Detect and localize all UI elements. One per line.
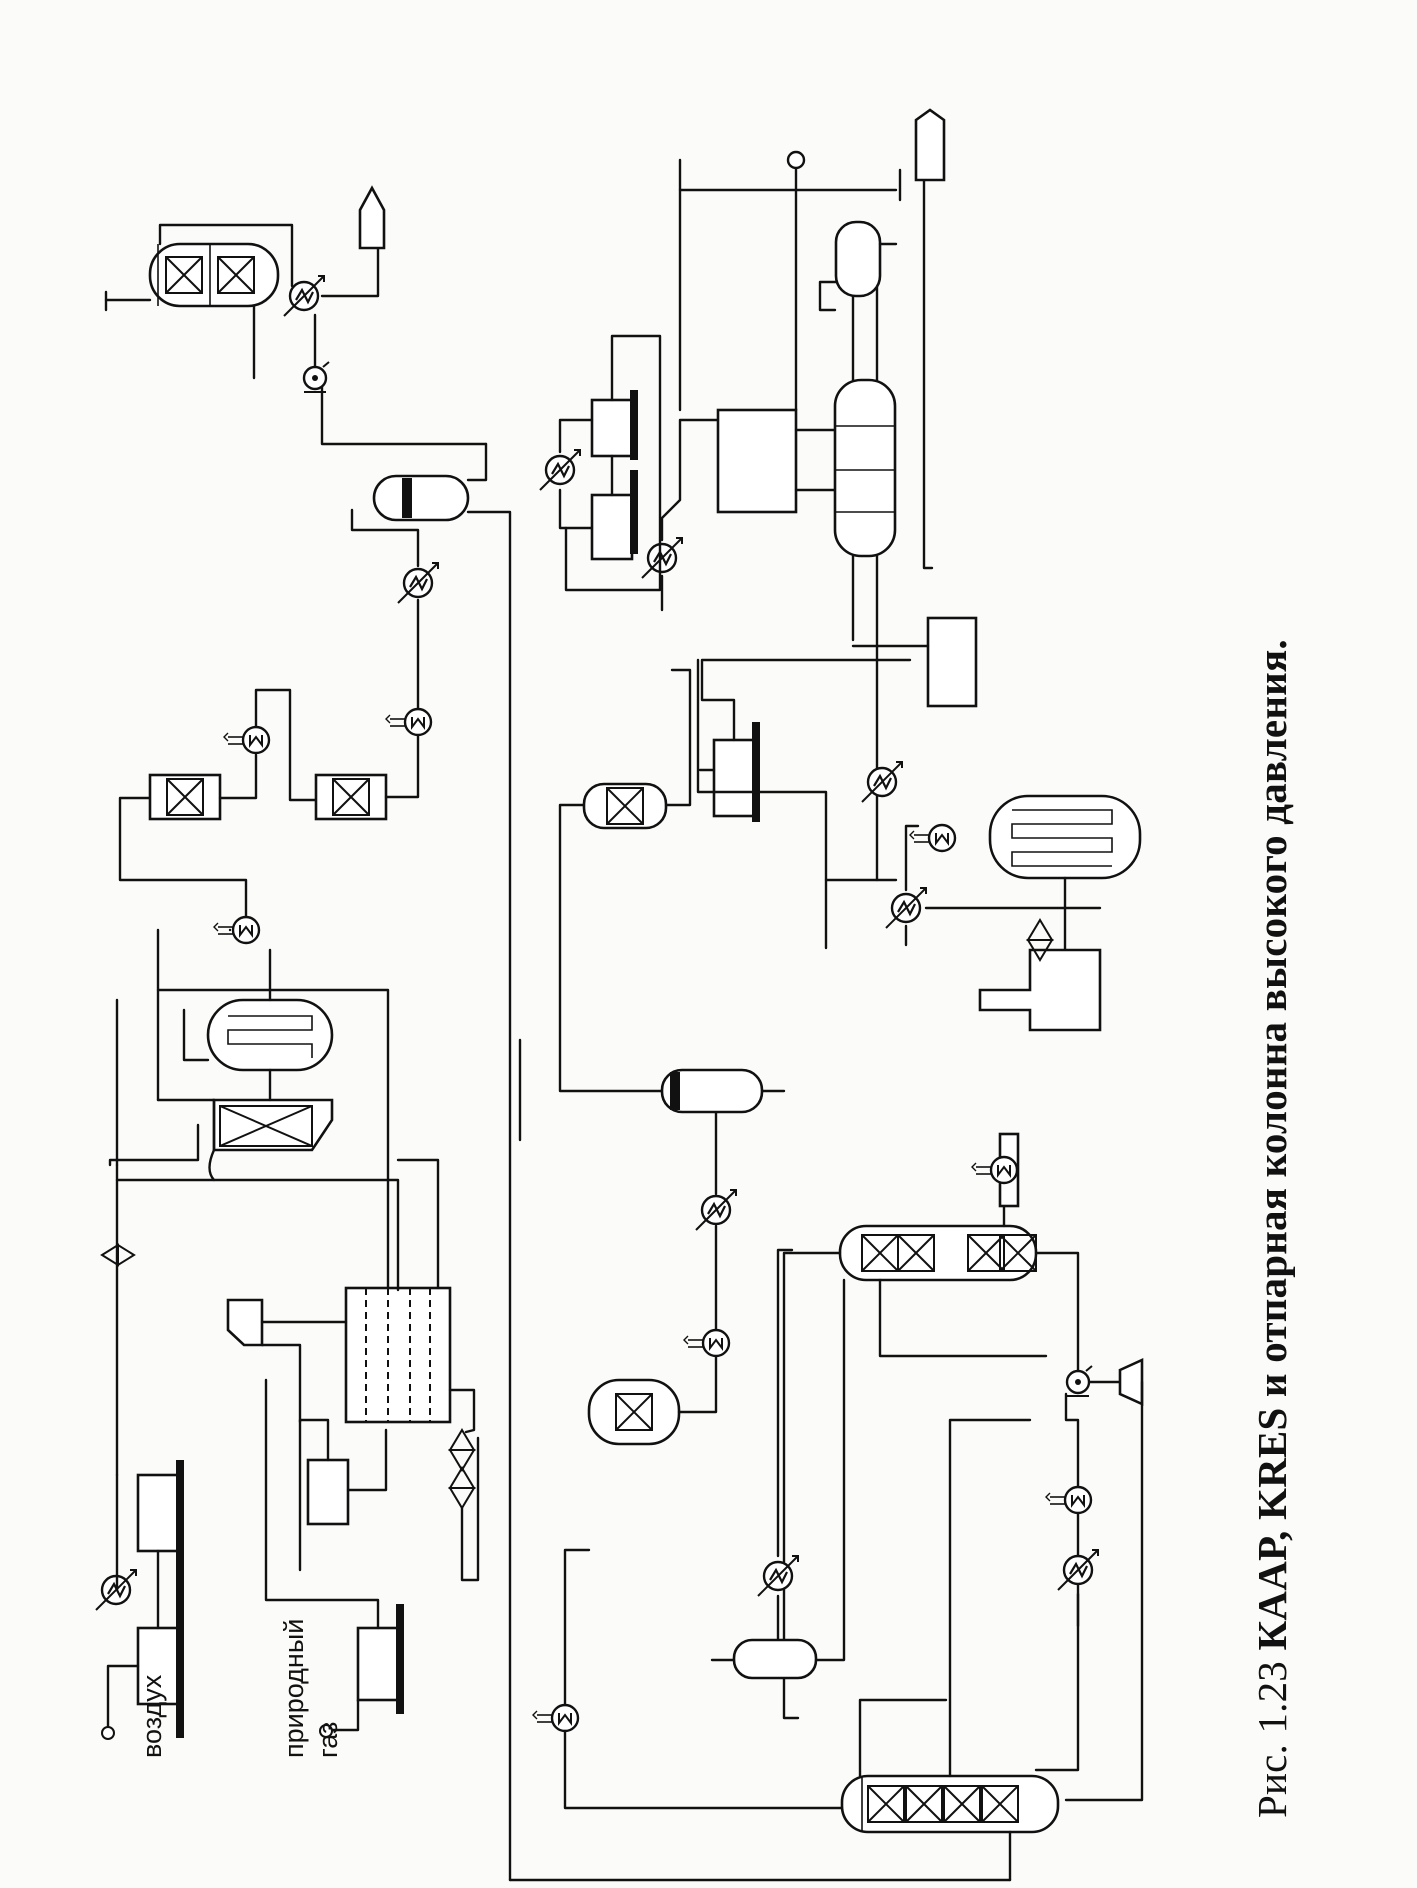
natural-gas-label-line2: газ <box>313 1721 343 1758</box>
secondary-reformer <box>208 1098 334 1182</box>
compressor-icon <box>1118 1357 1144 1407</box>
gas-compressor <box>356 1604 404 1714</box>
controller-box <box>716 408 798 514</box>
shift-converter-lt <box>314 773 388 821</box>
converter-bottom <box>587 1378 681 1446</box>
final-separator <box>988 794 1142 880</box>
product-outlet-icon <box>358 185 386 250</box>
air-inlet-label: воздух <box>137 1674 167 1758</box>
refrigeration-compressor-1 <box>590 470 638 561</box>
refrigeration-compressor-2 <box>590 390 638 460</box>
natural-gas-inlet-label: природный газ <box>277 1619 345 1758</box>
separator-top <box>372 474 470 522</box>
air-compressor-2 <box>136 1460 184 1610</box>
shift-converter-ht <box>148 773 222 821</box>
reformer <box>344 1286 452 1424</box>
caption-prefix: Рис. 1.23 <box>1249 1661 1295 1818</box>
waste-heat-boiler <box>206 998 334 1072</box>
figure-caption: Рис. 1.23 КААР, KRES и отпарная колонна … <box>1248 639 1296 1818</box>
caption-title: КААР, KRES и отпарная колонна высокого д… <box>1249 639 1295 1651</box>
desulphuriser <box>306 1458 350 1526</box>
stripping-column <box>838 1224 1038 1282</box>
natural-gas-label-line1: природный <box>279 1618 309 1758</box>
ammonia-separator <box>660 1068 764 1114</box>
scrubber <box>582 782 668 830</box>
synthesis-column <box>840 1774 1060 1834</box>
column-icon <box>833 378 897 558</box>
product-outlet-icon <box>914 108 946 182</box>
flash-vessel <box>978 948 1102 1032</box>
absorber-top <box>148 242 280 308</box>
small-drum <box>732 1638 818 1680</box>
overhead-drum <box>834 220 882 298</box>
ammonia-pump-tank <box>712 722 760 822</box>
ammonia-tank <box>926 616 978 708</box>
